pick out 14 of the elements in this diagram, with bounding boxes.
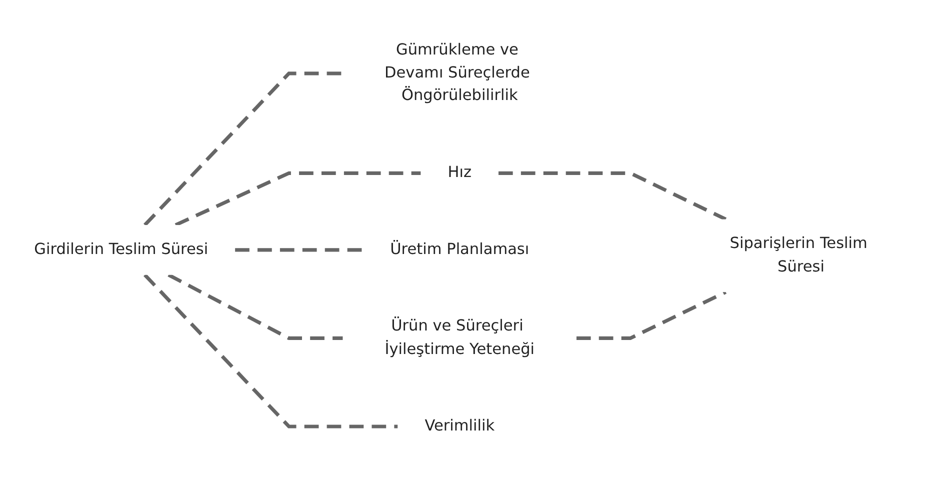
connector <box>576 290 727 340</box>
connector <box>168 273 343 340</box>
connector <box>144 72 343 226</box>
node-text: Verimlilik <box>424 416 495 435</box>
connector <box>235 248 364 252</box>
node-text: Girdilerin Teslim Süresi <box>34 240 208 258</box>
connector <box>144 274 398 428</box>
node-text: Siparişlerin Teslim Süresi <box>730 234 868 276</box>
connector <box>174 171 421 227</box>
node-text: Hız <box>448 163 472 182</box>
node-text: Üretim Planlaması <box>390 240 530 258</box>
node-text: Gümrükleme ve Devamı Süreçlerde Öngörülebilirlik <box>384 40 530 105</box>
connector <box>498 171 727 221</box>
node-text: Ürün ve Süreçleri İyileştirme Yeteneği <box>384 317 535 358</box>
